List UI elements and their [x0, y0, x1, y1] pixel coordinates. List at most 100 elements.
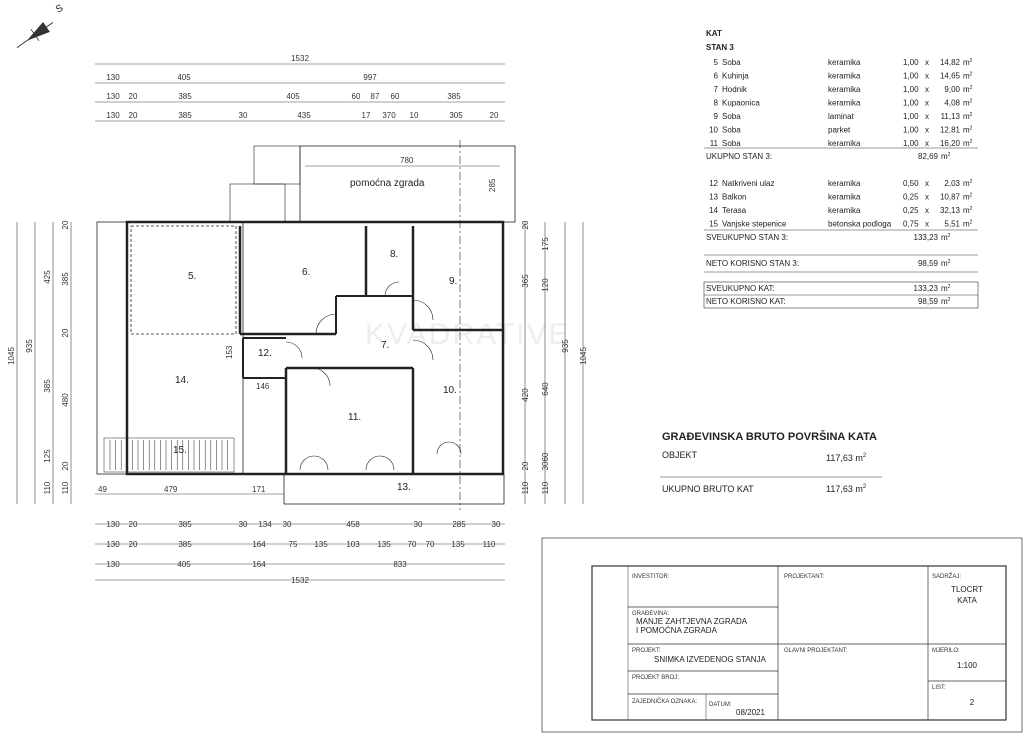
row-coefficient: 1,00: [903, 85, 919, 94]
row-material: laminat: [828, 112, 855, 121]
dim-bottom-1-1: 20: [129, 540, 138, 549]
room-label-7: 10.: [443, 385, 457, 396]
row-name: Balkon: [722, 193, 746, 202]
row-coefficient: 0,25: [903, 193, 919, 202]
sveukupno-label: SVEUKUPNO STAN 3:: [706, 233, 788, 242]
row-area: 5,51: [944, 220, 960, 229]
room-label-9: 15.: [173, 445, 187, 456]
row-area: 12,81: [940, 126, 961, 135]
row-name: Soba: [722, 112, 741, 121]
stan-title: STAN 3: [706, 43, 734, 52]
dim-left-2-2: 125: [43, 449, 52, 463]
dim-479: 479: [164, 485, 178, 494]
dim-left-3-4: 20: [61, 461, 70, 470]
dim-bottom-0-5: 30: [283, 520, 292, 529]
tb-glavni-label: GLAVNI PROJEKTANT:: [784, 648, 848, 654]
room-label-4: 7.: [381, 340, 389, 351]
north-arrow-icon: [16, 21, 54, 49]
dim-top-2-7: 385: [447, 92, 461, 101]
row-no: 15: [709, 220, 718, 229]
row-material: keramika: [828, 72, 861, 81]
row-material: keramika: [828, 139, 861, 148]
terrace-outline: [96, 221, 244, 475]
dim-bottom-2-0: 130: [106, 560, 120, 569]
watermark: KVADRATIVE: [365, 318, 571, 351]
row-coefficient: 0,75: [903, 220, 919, 229]
svg-text:m2: m2: [941, 297, 951, 306]
gross-area-title: GRAĐEVINSKA BRUTO POVRŠINA KATA: [662, 430, 877, 443]
dim-top-3-9: 20: [490, 111, 499, 120]
dim-285: 285: [488, 178, 497, 192]
dim-right-1-3: 60: [541, 452, 550, 461]
dim-top-2-6: 60: [391, 92, 400, 101]
row-material: parket: [828, 126, 851, 135]
row-x: x: [925, 99, 929, 108]
row-material: keramika: [828, 179, 861, 188]
dim-left-3-5: 110: [61, 481, 70, 494]
dim-bottom-1-9: 70: [426, 540, 435, 549]
gross-objekt-value: 117,63 m2: [826, 453, 867, 463]
row-name: Hodnik: [722, 85, 748, 94]
dim-right-1-2: 640: [541, 382, 550, 396]
dim-bottom-1-0: 130: [106, 540, 120, 549]
row-area: 2,03: [944, 179, 960, 188]
neto-kat-label: NETO KORISNO KAT:: [706, 297, 786, 306]
row-area: 4,08: [944, 99, 960, 108]
row-name: Soba: [722, 139, 741, 148]
room-label-3: 9.: [449, 276, 457, 287]
row-name: Vanjske stepenice: [722, 220, 787, 229]
row-unit: m2: [963, 85, 973, 94]
tb-list-value: 2: [970, 698, 975, 707]
dim-bottom-0-3: 30: [239, 520, 248, 529]
dim-bottom-1-5: 135: [314, 540, 328, 549]
ukupno-unit: m2: [941, 152, 951, 161]
row-material: keramika: [828, 206, 861, 215]
dim-left-0-0: 1045: [7, 347, 16, 365]
dim-top-3-1: 20: [129, 111, 138, 120]
row-coefficient: 0,25: [903, 206, 919, 215]
dim-top-2-2: 385: [178, 92, 192, 101]
row-area: 10,87: [940, 193, 961, 202]
dim-left-2-3: 110: [43, 481, 52, 494]
row-x: x: [925, 72, 929, 81]
dim-right-0-2: 420: [521, 388, 530, 402]
svg-text:m2: m2: [941, 233, 951, 242]
row-no: 5: [714, 58, 719, 67]
dim-right-3-0: 1045: [579, 347, 588, 365]
dim-top-3-0: 130: [106, 111, 120, 120]
row-no: 9: [714, 112, 719, 121]
dim-left-3-2: 20: [61, 328, 70, 337]
stairs-15: [103, 437, 235, 473]
dim-bottom-3-0: 1532: [291, 576, 309, 585]
dim-top-3-8: 305: [449, 111, 463, 120]
row-x: x: [925, 206, 929, 215]
dim-right-2-0: 935: [561, 339, 570, 353]
row-x: x: [925, 139, 929, 148]
dim-top-3-7: 10: [410, 111, 419, 120]
dim-top-2-0: 130: [106, 92, 120, 101]
neto-kat-value: 98,59: [918, 297, 939, 306]
dim-bottom-2-1: 405: [177, 560, 191, 569]
room-label-6: 14.: [175, 375, 189, 386]
row-x: x: [925, 126, 929, 135]
dim-top-3-5: 17: [362, 111, 371, 120]
row-area: 11,13: [941, 112, 961, 121]
dim-right-0-4: 110: [521, 481, 530, 494]
row-x: x: [925, 112, 929, 121]
svg-text:m2: m2: [941, 284, 951, 293]
row-area: 14,65: [940, 72, 961, 81]
dim-left-2-0: 425: [43, 270, 52, 284]
gross-ukupno-label: UKUPNO BRUTO KAT: [662, 484, 754, 494]
gross-ukupno-value: 117,63 m2: [826, 484, 867, 494]
ukupno-label: UKUPNO STAN 3:: [706, 152, 772, 161]
sveukupno-kat-label: SVEUKUPNO KAT:: [706, 284, 775, 293]
row-name: Kupaonica: [722, 99, 760, 108]
dim-top-2-4: 60: [352, 92, 361, 101]
balcony-outline: [283, 473, 505, 505]
row-no: 6: [714, 72, 719, 81]
room-label-0: 5.: [188, 271, 196, 282]
tb-gradevina-line1: MANJE ZAHTJEVNA ZGRADA: [636, 617, 748, 626]
row-material: keramika: [828, 193, 861, 202]
neto-stan-value: 98,59: [918, 259, 939, 268]
